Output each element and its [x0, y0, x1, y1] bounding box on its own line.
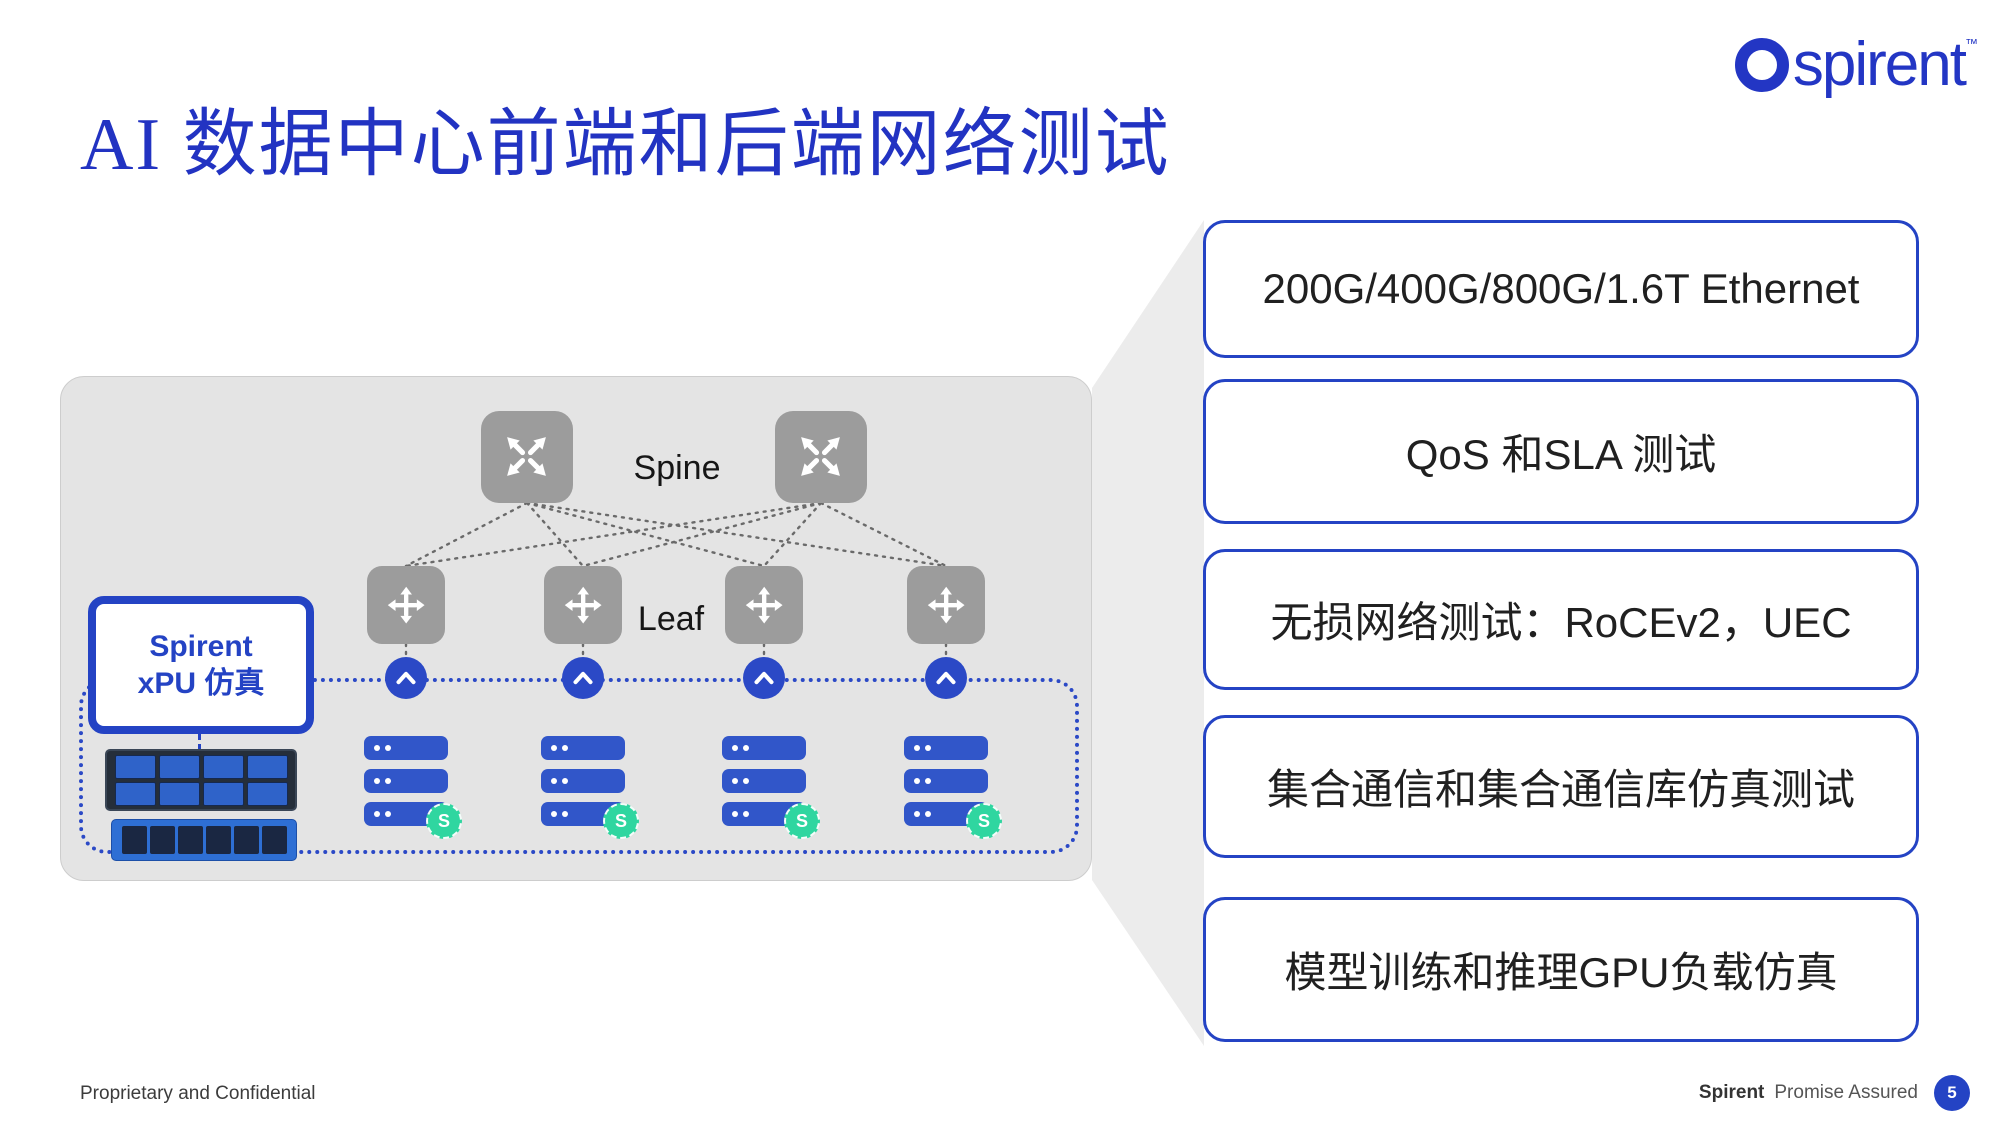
spine-label: Spine	[633, 449, 721, 487]
callout-lossless-network: 无损网络测试：RoCEv2，UEC	[1203, 549, 1919, 690]
expand-arrows-icon	[801, 437, 841, 477]
network-diagram-panel: Spine	[60, 376, 1092, 881]
leaf-switch-1	[367, 566, 445, 644]
port-node-4	[925, 657, 967, 699]
callout-label: 模型训练和推理GPU负载仿真	[1284, 949, 1838, 996]
spirent-logo-text: spirent	[1792, 30, 1967, 99]
xpu-connector-line	[198, 734, 201, 750]
callout-list: 200G/400G/800G/1.6T Ethernet QoS 和SLA 测试…	[1203, 220, 1919, 1046]
spirent-ring-icon	[1734, 38, 1789, 92]
port-node-3	[743, 657, 785, 699]
spirent-agent-badge: S	[784, 803, 820, 839]
server-stack-4: S	[904, 736, 1002, 839]
port-node-2	[562, 657, 604, 699]
server-image	[722, 736, 806, 760]
server-stack-2: S	[541, 736, 639, 839]
chevron-up-icon	[754, 671, 774, 685]
spine-switch-2	[775, 411, 867, 503]
server-stack-1: S	[364, 736, 462, 839]
xpu-box-line2: xPU 仿真	[137, 667, 265, 700]
callout-label: 200G/400G/800G/1.6T Ethernet	[1262, 265, 1860, 312]
server-image	[722, 769, 806, 793]
chevron-up-icon	[396, 671, 416, 685]
cross-arrows-icon	[387, 586, 425, 624]
cross-arrows-icon	[564, 586, 602, 624]
server-image	[541, 769, 625, 793]
callout-label: QoS 和SLA 测试	[1405, 431, 1717, 478]
xpu-appliance-image	[105, 749, 297, 811]
spirent-agent-badge: S	[966, 803, 1002, 839]
xpu-box-line1: Spirent	[149, 629, 253, 663]
spine-switch-1	[481, 411, 573, 503]
leaf-switch-4	[907, 566, 985, 644]
port-node-1	[385, 657, 427, 699]
footer-brand-tagline: Promise Assured	[1774, 1082, 1918, 1103]
server-image	[364, 769, 448, 793]
page-number-badge: 5	[1934, 1075, 1970, 1111]
spirent-agent-badge: S	[603, 803, 639, 839]
callout-label: 集合通信和集合通信库仿真测试	[1266, 766, 1855, 813]
chevron-up-icon	[573, 671, 593, 685]
trademark-symbol: ™	[1965, 36, 1978, 51]
spirent-xpu-label-box: Spirent xPU 仿真	[88, 596, 314, 734]
callout-gpu-workload: 模型训练和推理GPU负载仿真	[1203, 897, 1919, 1042]
callout-qos-sla: QoS 和SLA 测试	[1203, 379, 1919, 524]
cross-arrows-icon	[927, 586, 965, 624]
callout-label: 无损网络测试：RoCEv2，UEC	[1270, 599, 1852, 646]
callout-collective-comm: 集合通信和集合通信库仿真测试	[1203, 715, 1919, 858]
spirent-logo: spirent ™	[1734, 30, 1978, 99]
server-image	[904, 769, 988, 793]
footer-brand: Spirent Promise Assured 5	[1699, 1075, 1970, 1111]
confidentiality-note: Proprietary and Confidential	[80, 1083, 316, 1104]
spirent-agent-badge: S	[426, 803, 462, 839]
leaf-label: Leaf	[637, 600, 705, 638]
server-stack-3: S	[722, 736, 820, 839]
xpu-appliance-image-2	[111, 819, 297, 861]
callout-ethernet-speeds: 200G/400G/800G/1.6T Ethernet	[1203, 220, 1919, 358]
funnel-shape	[1092, 220, 1204, 1046]
leaf-switch-3	[725, 566, 803, 644]
expand-arrows-icon	[507, 437, 547, 477]
page-title: AI 数据中心前端和后端网络测试	[80, 104, 1171, 186]
server-image	[364, 736, 448, 760]
chevron-up-icon	[936, 671, 956, 685]
footer-brand-name: Spirent	[1698, 1082, 1765, 1103]
leaf-switch-2	[544, 566, 622, 644]
cross-arrows-icon	[745, 586, 783, 624]
server-image	[904, 736, 988, 760]
server-image	[541, 736, 625, 760]
